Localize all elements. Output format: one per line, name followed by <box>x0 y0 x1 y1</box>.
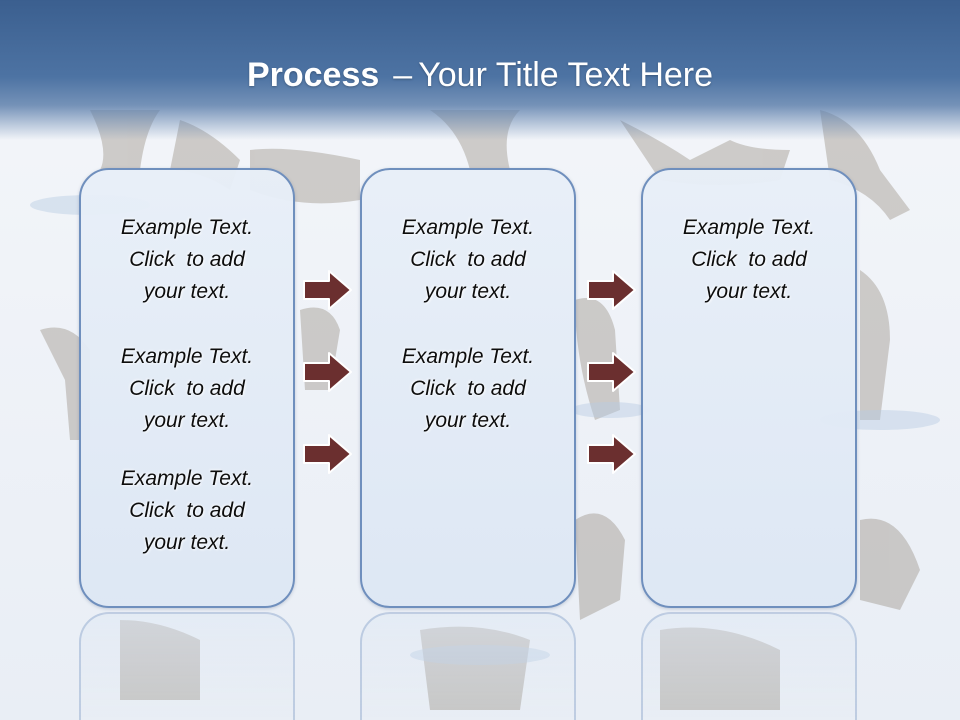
process-box-2[interactable]: Example Text. Click to add your text. Ex… <box>360 168 576 608</box>
process-box-1[interactable]: Example Text. Click to add your text. Ex… <box>79 168 295 608</box>
right-arrow-icon[interactable] <box>587 269 637 311</box>
text-line: your text. <box>705 280 793 303</box>
text-block[interactable]: Example Text. Click to add your text. <box>81 341 293 437</box>
right-arrow-icon[interactable] <box>587 433 637 475</box>
text-block[interactable]: Example Text. Click to add your text. <box>362 341 574 437</box>
text-line: Click to add <box>691 248 807 271</box>
text-block[interactable]: Example Text. Click to add your text. <box>643 212 855 308</box>
box-reflection-3 <box>641 612 857 720</box>
text-line: your text. <box>143 280 231 303</box>
text-line: Click to add <box>129 499 245 522</box>
text-block[interactable]: Example Text. Click to add your text. <box>81 212 293 308</box>
box-reflection-2 <box>360 612 576 720</box>
text-line: Example Text. <box>401 345 535 368</box>
text-line: your text. <box>143 409 231 432</box>
right-arrow-icon[interactable] <box>303 269 353 311</box>
text-line: your text. <box>143 531 231 554</box>
text-line: Example Text. <box>120 467 254 490</box>
text-line: Click to add <box>129 248 245 271</box>
right-arrow-icon[interactable] <box>303 351 353 393</box>
title-band <box>0 0 960 140</box>
title-dash: – <box>393 56 413 94</box>
right-arrow-icon[interactable] <box>587 351 637 393</box>
box-reflection-1 <box>79 612 295 720</box>
right-arrow-icon[interactable] <box>303 433 353 475</box>
text-line: Example Text. <box>120 345 254 368</box>
text-line: your text. <box>424 409 512 432</box>
text-line: Click to add <box>410 377 526 400</box>
text-line: your text. <box>424 280 512 303</box>
slide-title[interactable]: Process–Your Title Text Here <box>0 52 960 98</box>
text-block[interactable]: Example Text. Click to add your text. <box>362 212 574 308</box>
text-line: Example Text. <box>682 216 816 239</box>
text-line: Click to add <box>129 377 245 400</box>
text-line: Click to add <box>410 248 526 271</box>
text-line: Example Text. <box>120 216 254 239</box>
text-block[interactable]: Example Text. Click to add your text. <box>81 463 293 559</box>
process-box-3[interactable]: Example Text. Click to add your text. <box>641 168 857 608</box>
title-rest: Your Title Text Here <box>418 56 714 94</box>
text-line: Example Text. <box>401 216 535 239</box>
title-bold: Process <box>246 56 380 94</box>
